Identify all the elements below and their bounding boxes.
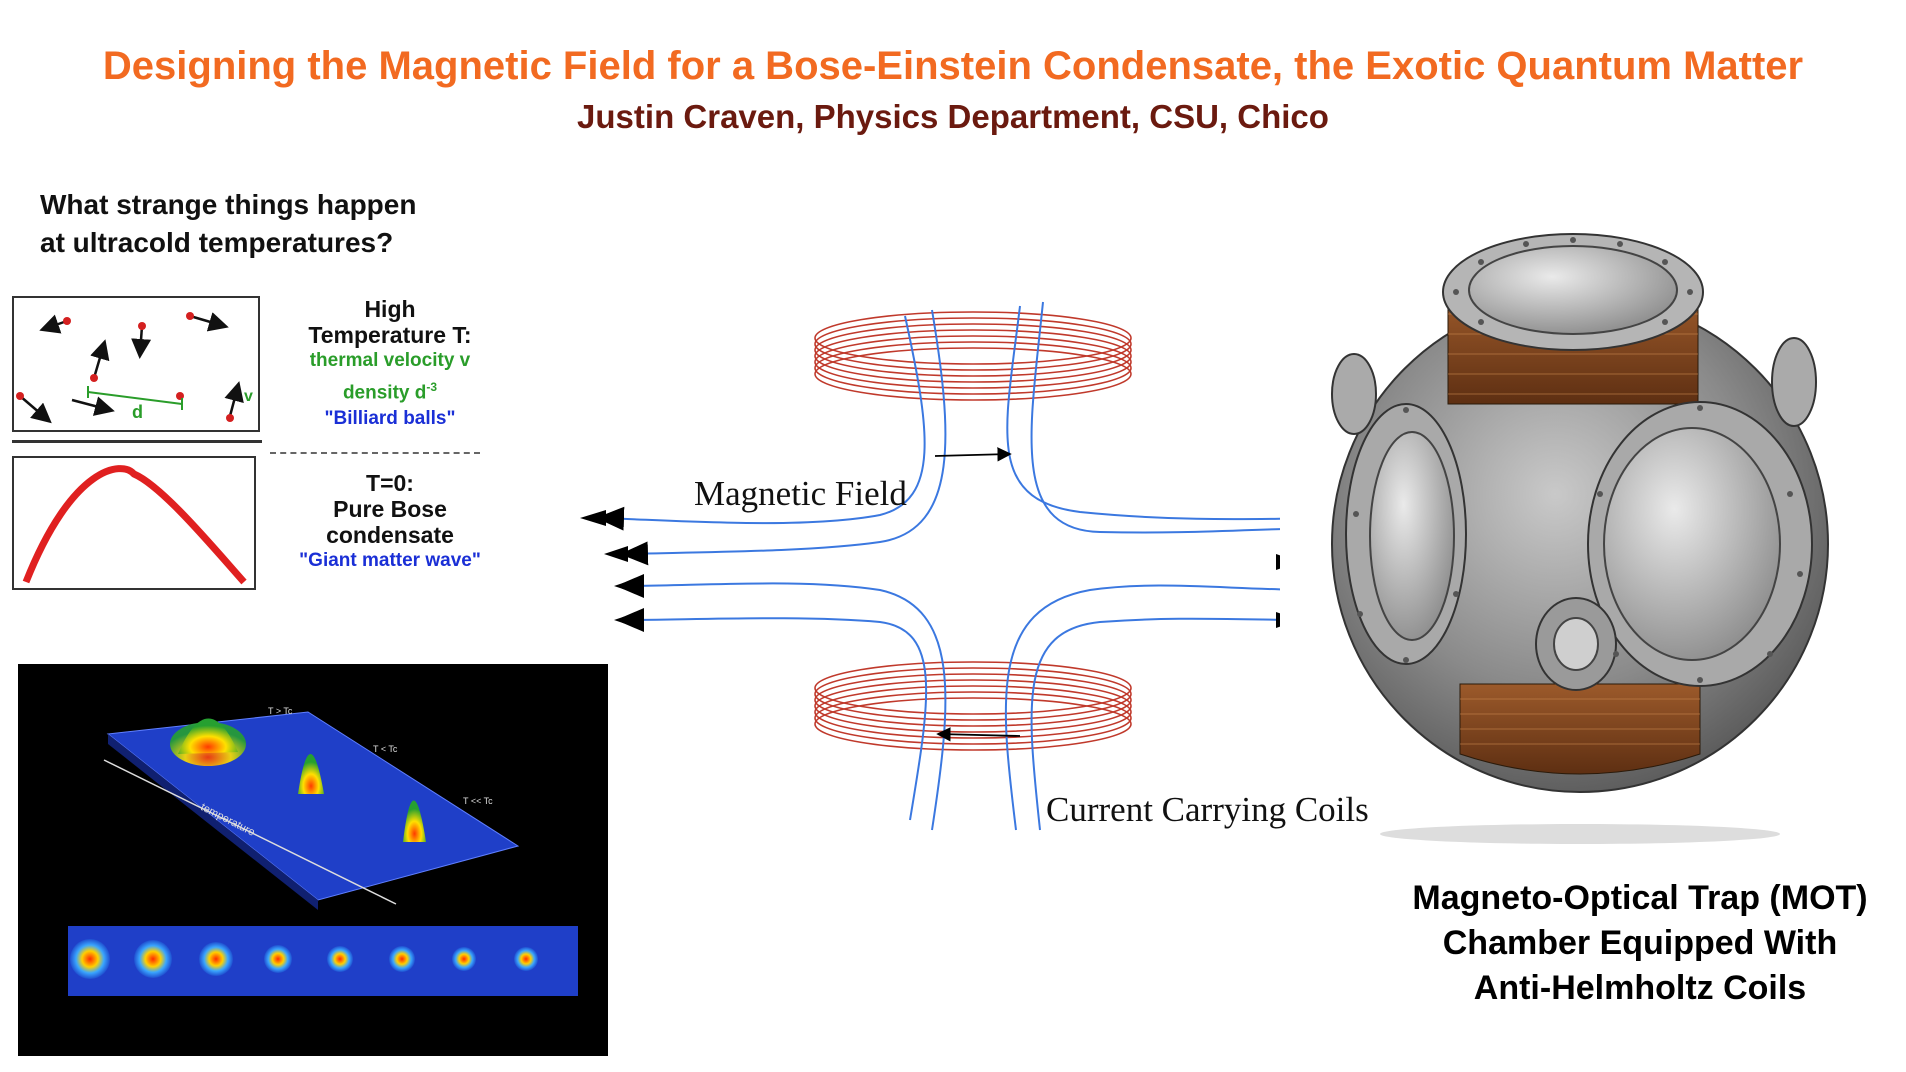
condensate-plot: temperature T > Tc T < Tc T << Tc [18,664,608,1056]
zero-temperature-text: T=0: Pure Bose condensate "Giant matter … [275,470,505,574]
question-text: What strange things happen at ultracold … [40,186,560,262]
velocity-label: v [244,388,253,405]
top-coil [814,311,1132,401]
magnetic-field-label: Magnetic Field [694,474,907,513]
page-title: Designing the Magnetic Field for a Bose-… [102,44,1804,88]
question-line-1: What strange things happen [40,189,417,220]
field-lines [596,301,1280,831]
high-temperature-text: High Temperature T: thermal velocity v d… [275,296,505,432]
t-zero-label: T=0: [366,470,414,496]
density-label: density d-3 [275,374,505,406]
matter-wave-diagram [12,456,256,590]
bottom-coil [814,661,1132,751]
pure-bose-label: Pure Bose [333,496,447,522]
density-text: density d [342,382,427,404]
current-coils-label: Current Carrying Coils [1046,790,1369,829]
high-temperature-panel: d v [12,296,260,432]
zero-temperature-panel [12,456,256,590]
mot-caption-line-3: Anti-Helmholtz Coils [1473,969,1807,1007]
condensate-surface-plot [68,711,578,996]
peak-label-1: T > Tc [268,706,293,716]
condensate-label: condensate [326,522,454,548]
peak-label-3: T << Tc [463,796,493,806]
distance-label: d [132,402,143,422]
temperature-label: Temperature T: [308,322,472,348]
density-exponent: -3 [426,380,438,394]
peak-label-2: T < Tc [373,744,398,754]
billiard-balls-diagram [12,296,260,432]
thermal-velocity-label: thermal velocity v [309,350,471,371]
mot-caption-line-2: Chamber Equipped With [1442,924,1838,962]
high-label: High [364,296,416,322]
mot-caption: Magneto-Optical Trap (MOT) Chamber Equip… [1350,876,1906,1011]
magnetic-field-diagram [580,301,1280,831]
panel-divider-dashed [270,452,480,454]
billiard-balls-label: "Billiard balls" [324,408,456,430]
mot-chamber-illustration [1331,233,1829,844]
panel-divider [12,440,262,443]
question-line-2: at ultracold temperatures? [40,227,394,258]
mot-caption-line-1: Magneto-Optical Trap (MOT) [1412,879,1868,917]
giant-matter-wave-label: "Giant matter wave" [299,550,481,571]
author-line: Justin Craven, Physics Department, CSU, … [577,98,1329,135]
